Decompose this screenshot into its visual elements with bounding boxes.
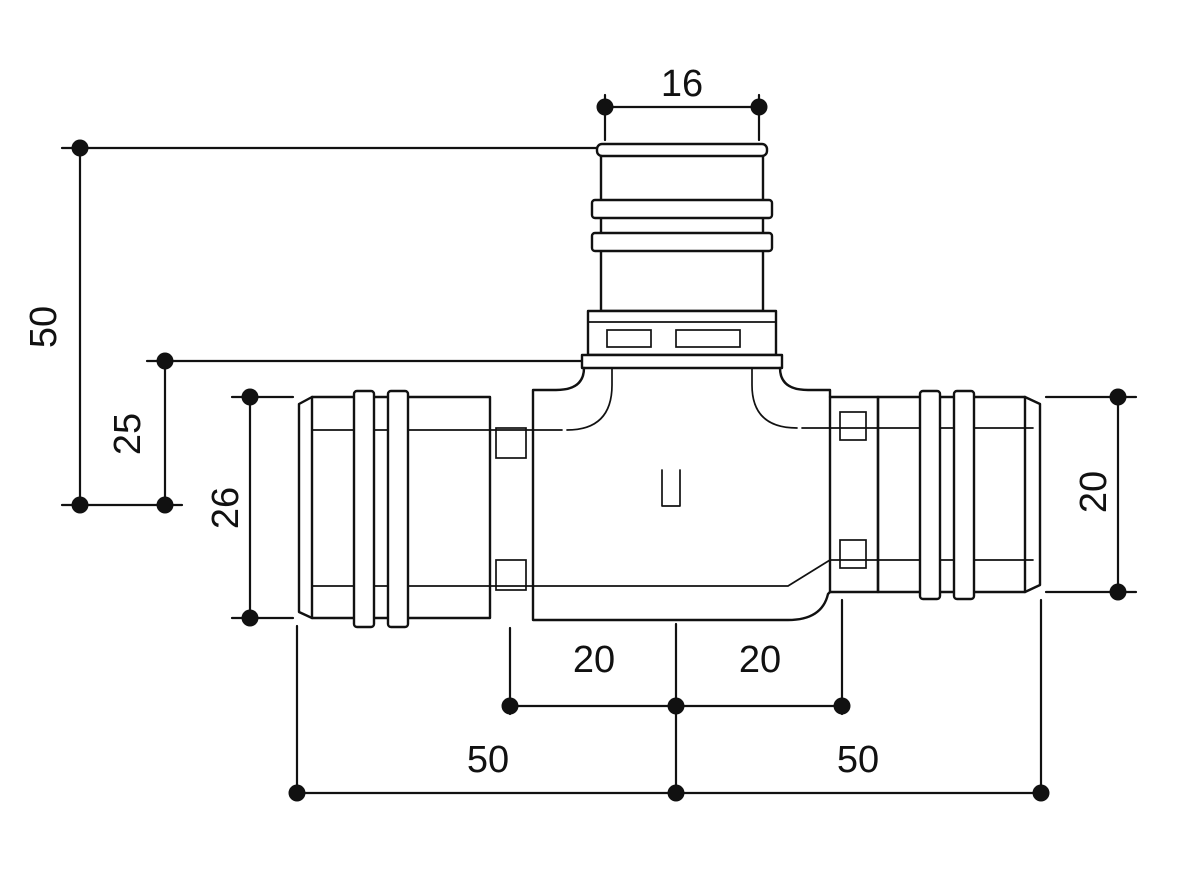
dim-dot — [71, 496, 89, 514]
dim-dot — [501, 697, 519, 715]
press-rings — [352, 389, 976, 629]
dimensions: 16 50 25 — [23, 63, 1138, 802]
right-rib-1 — [918, 389, 942, 601]
tee-fitting — [297, 142, 1042, 629]
dim-dot — [71, 139, 89, 157]
dim-dot — [596, 98, 614, 116]
branch-base-flange — [580, 353, 784, 370]
right-sleeve — [876, 395, 1027, 594]
dimension-right-port-diameter: 20 — [1044, 388, 1138, 601]
dimension-branch-to-axis: 25 — [107, 352, 584, 514]
right-mouth-taper — [1023, 395, 1042, 594]
left-collar-window-top — [495, 427, 527, 459]
branch-top-lip — [595, 142, 769, 158]
dim-dot — [667, 697, 685, 715]
dim-dot — [1109, 388, 1127, 406]
dim-dot — [156, 496, 174, 514]
left-rib-2 — [386, 389, 410, 629]
extension-lines-50-50 — [295, 598, 1043, 802]
dim-dot — [1109, 583, 1127, 601]
dim-label-branch-width: 16 — [661, 63, 703, 105]
right-rib-2 — [952, 389, 976, 601]
left-mouth-taper — [297, 395, 314, 620]
dimension-left-port-diameter: 26 — [205, 388, 295, 627]
right-collar-window-top — [839, 411, 867, 441]
dim-label-axis-to-left-collar: 20 — [573, 639, 615, 681]
dim-dot — [241, 609, 259, 627]
dim-label-left-port-diameter: 26 — [205, 487, 247, 529]
left-rib-1 — [352, 389, 376, 629]
dim-dot — [833, 697, 851, 715]
dim-label-overall-height: 50 — [23, 306, 65, 348]
center-body-outline — [531, 366, 832, 622]
dimension-half-lengths: 50 50 — [288, 598, 1050, 802]
branch-body-sides — [599, 154, 765, 313]
dim-label-branch-to-axis: 25 — [107, 413, 149, 455]
dim-dot — [241, 388, 259, 406]
branch-collar — [586, 309, 778, 357]
dim-label-right-port-diameter: 20 — [1073, 471, 1115, 513]
dim-label-right-half-length: 50 — [837, 739, 879, 781]
left-collar-window-bottom — [495, 559, 527, 591]
dim-dot — [288, 784, 306, 802]
branch-ring-lower — [590, 231, 774, 253]
dim-label-axis-to-right-collar: 20 — [739, 639, 781, 681]
right-collar-window-bottom — [839, 539, 867, 569]
dim-label-left-half-length: 50 — [467, 739, 509, 781]
branch-ring-upper — [590, 198, 774, 220]
dimension-branch-width: 16 — [596, 63, 768, 142]
dim-dot — [156, 352, 174, 370]
dimension-axis-offsets: 20 20 — [501, 598, 851, 802]
dim-dot — [1032, 784, 1050, 802]
dim-dot — [667, 784, 685, 802]
right-collar — [828, 395, 880, 594]
dim-dot — [750, 98, 768, 116]
top-branch — [580, 142, 784, 370]
branch-collar-window-left — [606, 329, 652, 348]
branch-collar-window-right — [675, 329, 741, 348]
center-body — [531, 366, 832, 622]
